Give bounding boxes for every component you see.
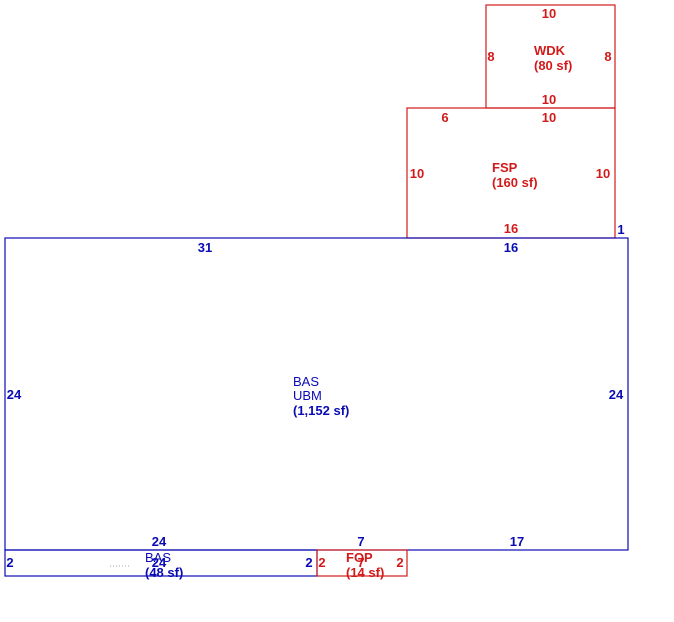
dim-wdk-top: 10	[542, 6, 556, 21]
wdk-area: (80 sf)	[534, 58, 572, 73]
dim-offset-right: 1	[617, 222, 624, 237]
fop-outline	[316, 549, 408, 577]
dim-fsp-left: 10	[410, 166, 424, 181]
bas-small-area: (48 sf)	[145, 565, 183, 580]
dim-fsp-top-left: 6	[441, 110, 448, 125]
bas-main-area: (1,152 sf)	[293, 403, 349, 418]
dim-wdk-right: 8	[604, 49, 611, 64]
dim-bas-top-left: 31	[198, 240, 212, 255]
dim-fop-right: 2	[396, 555, 403, 570]
dim-bas-right: 24	[609, 387, 624, 402]
dim-fsp-right: 10	[596, 166, 610, 181]
dim-small-inner: 24	[152, 555, 167, 570]
fsp-area: (160 sf)	[492, 175, 538, 190]
dim-bas-bottom-left: 24	[152, 534, 167, 549]
dim-bas-top-right: 16	[504, 240, 518, 255]
bas-small-code: BAS	[145, 550, 171, 565]
fop-area: (14 sf)	[346, 565, 384, 580]
bas-main-sub: UBM	[293, 388, 322, 403]
bas-main-code: BAS	[293, 374, 319, 389]
dim-bas-bottom-mid: 7	[357, 534, 364, 549]
fop-code: FOP	[346, 550, 373, 565]
dim-small-left: 2	[6, 555, 13, 570]
dim-fsp-bottom: 16	[504, 221, 518, 236]
wdk-code: WDK	[534, 43, 566, 58]
dim-fsp-top: 10	[542, 110, 556, 125]
dim-small-right: 2	[305, 555, 312, 570]
dim-fop-left: 2	[318, 555, 325, 570]
fsp-code: FSP	[492, 160, 518, 175]
dim-bas-left: 24	[7, 387, 22, 402]
dim-bas-bottom-right: 17	[510, 534, 524, 549]
dim-wdk-bottom: 10	[542, 92, 556, 107]
dim-fop-inner: 7	[357, 555, 364, 570]
dim-wdk-left: 8	[487, 49, 494, 64]
